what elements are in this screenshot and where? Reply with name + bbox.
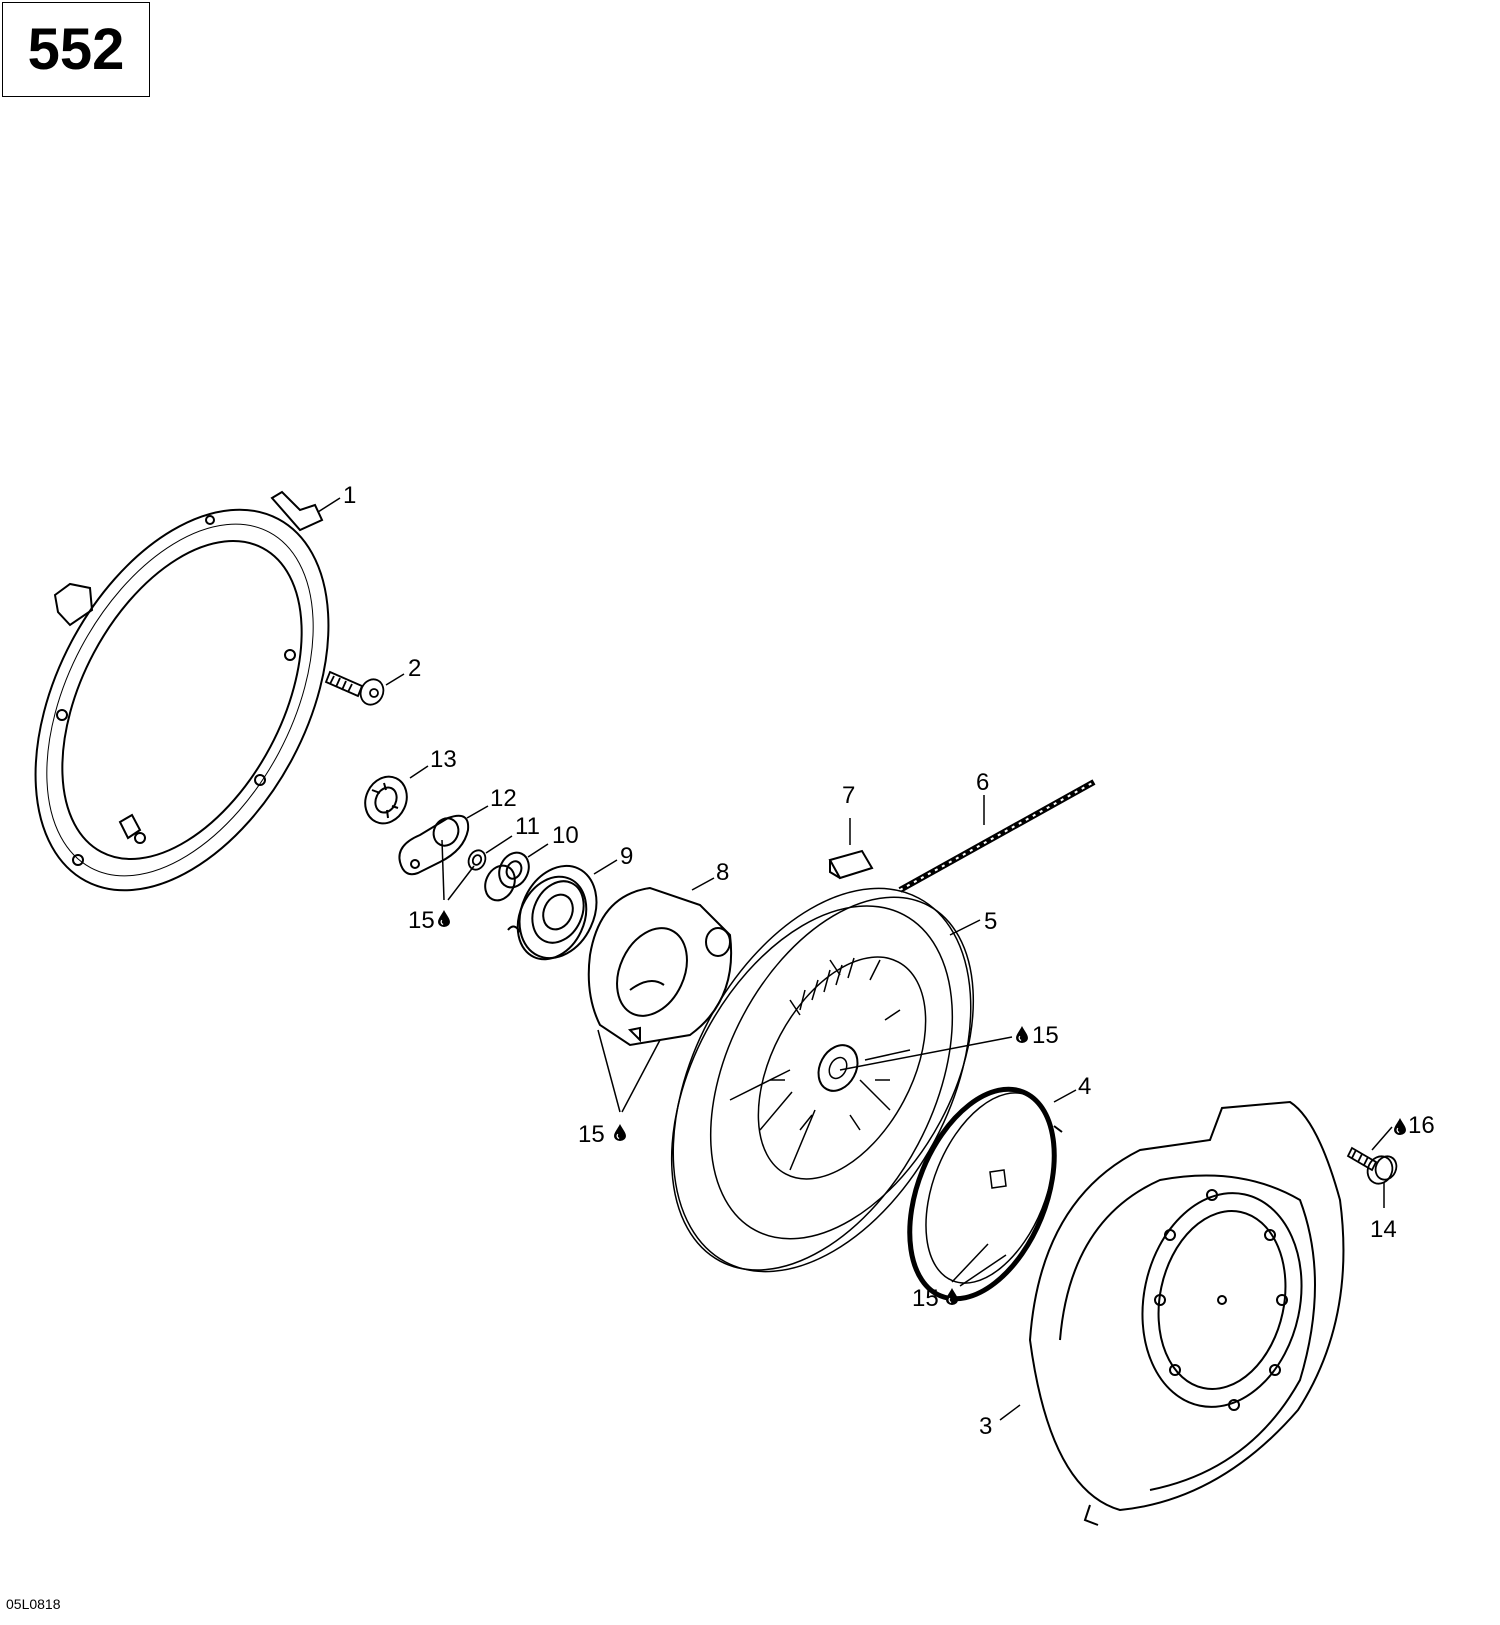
part-13-washer (364, 775, 408, 825)
part-5-sheave (670, 887, 975, 1273)
part-12-plate (398, 814, 470, 876)
callout-12: 12 (490, 785, 517, 812)
callout-15-b: 15 (1032, 1022, 1059, 1049)
callout-7: 7 (842, 782, 855, 809)
oil-drop-icon (614, 1124, 626, 1141)
callout-4: 4 (1078, 1073, 1091, 1100)
oil-drop-icon (946, 1288, 958, 1305)
callout-9: 9 (620, 843, 633, 870)
part-6-rope (898, 779, 1096, 893)
callout-14: 14 (1370, 1216, 1397, 1243)
part-7-key (828, 849, 874, 880)
part-4-spring (907, 1086, 1063, 1302)
callout-3: 3 (979, 1413, 992, 1440)
engine-code: 552 (27, 17, 125, 82)
callout-11: 11 (515, 813, 540, 840)
part-3-housing (1028, 1100, 1345, 1526)
callout-8: 8 (716, 859, 729, 886)
engine-code-box: 552 (2, 2, 150, 97)
part-8-pawl-plate (587, 886, 733, 1047)
callout-1: 1 (343, 482, 356, 509)
callout-15-a: 15 (408, 907, 435, 934)
callout-13: 13 (430, 746, 457, 773)
figure-code: 05L0818 (6, 1596, 61, 1612)
callout-16: 16 (1408, 1112, 1435, 1139)
callout-2: 2 (408, 655, 421, 682)
callout-15-c: 15 (578, 1121, 605, 1148)
part-1-cover-ring (34, 490, 330, 892)
part-9-spring (507, 864, 598, 961)
callout-15-d: 15 (912, 1285, 939, 1312)
part-2-screw (324, 670, 385, 706)
part-10-bushing (484, 851, 530, 902)
part-11-washer (467, 849, 487, 871)
oil-drop-icon (1016, 1026, 1028, 1043)
oil-drop-icon (1394, 1118, 1406, 1135)
oil-drop-icon (438, 910, 450, 927)
callout-5: 5 (984, 908, 997, 935)
callout-6: 6 (976, 769, 989, 796)
part-14-screw (1346, 1146, 1398, 1185)
callout-10: 10 (552, 822, 579, 849)
